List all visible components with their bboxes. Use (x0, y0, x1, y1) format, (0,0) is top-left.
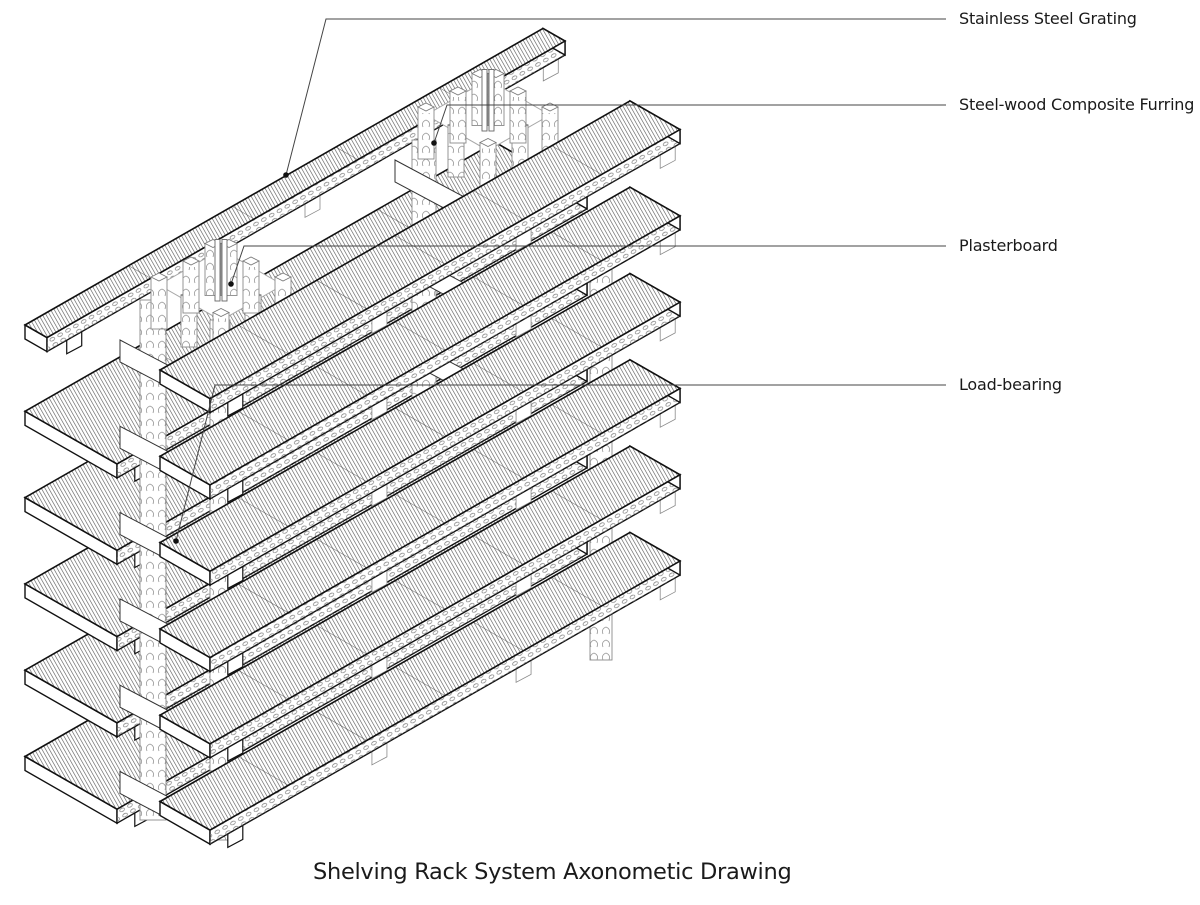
shelf-outline (158, 445, 682, 745)
leader-stainless-steel-grating (283, 18, 946, 178)
grating-joint (551, 490, 602, 520)
leader-dot (283, 172, 289, 178)
grating-joint (238, 497, 289, 527)
leader-line (285, 18, 946, 176)
furring-post-top (509, 86, 527, 96)
grating-joint (238, 583, 289, 613)
leader-dot (173, 538, 179, 544)
grating-joint (473, 621, 524, 652)
grating-joint (394, 235, 446, 265)
callout-steel-wood-composite-furring: Steel-wood Composite Furring (959, 95, 1195, 114)
furring-post-top (212, 308, 230, 317)
front-shelf (158, 531, 682, 849)
grating-joint (394, 666, 446, 696)
leader-line (230, 245, 946, 285)
leader-steel-wood-composite-furring (431, 104, 946, 146)
leader-dot (228, 281, 234, 287)
furring-post-top (274, 272, 292, 282)
furring-post-top (182, 256, 200, 266)
grating-joint (316, 538, 367, 569)
grating-joint (394, 407, 446, 437)
leader-plasterboard (228, 245, 946, 287)
grating-joint (316, 625, 367, 655)
leader-dot (431, 140, 437, 146)
furring-post-leaves (151, 283, 167, 329)
grating-joint (551, 577, 602, 607)
column-perforations (140, 300, 166, 820)
front-shelf (158, 272, 682, 590)
leader-line (433, 104, 946, 144)
shelf-edge-clips (210, 129, 680, 413)
callout-plasterboard: Plasterboard (959, 236, 1058, 255)
center-rod (214, 239, 221, 302)
center-rod (481, 69, 488, 132)
shelf-edge-clips (210, 388, 680, 672)
grating-joint (238, 324, 289, 355)
callout-stainless-steel-grating: Stainless Steel Grating (959, 9, 1137, 28)
grating-joint (473, 449, 524, 479)
furring-post-top (417, 102, 435, 112)
grating-joint (316, 452, 367, 482)
grating-joint (394, 494, 446, 524)
furring-post-top (150, 272, 168, 282)
furring-post-leaves (243, 267, 259, 313)
shelf-edge-clips (210, 215, 680, 499)
furring-post-top (479, 138, 497, 147)
grating-joint (128, 265, 151, 279)
shelf-edge-clips (210, 561, 680, 845)
center-rod (221, 239, 228, 302)
grating-joint (473, 535, 524, 565)
grating-joint (232, 206, 255, 220)
front-shelf (158, 99, 682, 417)
shelf-outline (158, 186, 682, 486)
grating-joint (335, 146, 358, 160)
furring-post-top (242, 256, 260, 266)
furring-post-leaves (183, 267, 199, 313)
grating-joint (238, 756, 289, 786)
grating-joint (394, 580, 446, 610)
grating-joint (316, 280, 367, 310)
leader-line (175, 384, 946, 542)
grating-joint (473, 190, 524, 220)
furring-post-top (449, 86, 467, 96)
grating-joint (316, 366, 367, 396)
grating-joint (238, 411, 289, 441)
callout-load-bearing: Load-bearing (959, 375, 1062, 394)
drawing-caption: Shelving Rack System Axonometic Drawing (313, 859, 792, 885)
leader-lines (173, 18, 946, 544)
front-shelf (158, 186, 682, 504)
grating-joint (473, 362, 524, 393)
shelf-outline (158, 531, 682, 832)
shelf-outline (158, 100, 682, 400)
furring-post-leaves (418, 113, 434, 159)
shelf-edge-clips (210, 302, 680, 586)
shelf-outline (158, 272, 682, 573)
grating-joint (551, 318, 602, 348)
front-shelf (158, 444, 682, 763)
shelf-outline (23, 27, 567, 339)
front-rack-layer (158, 99, 682, 849)
grating-joint (238, 670, 289, 700)
shelf-outline (158, 358, 682, 659)
furring-post-leaves (510, 97, 526, 143)
grating-joint (473, 276, 524, 306)
grating-joint (394, 321, 446, 351)
front-column (139, 299, 167, 821)
grating-joint (551, 404, 602, 434)
grating-joint (551, 145, 602, 175)
furring-post-leaves (450, 97, 466, 143)
center-rod (488, 69, 495, 132)
front-shelf (158, 358, 682, 676)
shelf-edge-clips (210, 474, 680, 758)
leader-load-bearing (173, 384, 946, 544)
grating-joint (316, 711, 367, 741)
